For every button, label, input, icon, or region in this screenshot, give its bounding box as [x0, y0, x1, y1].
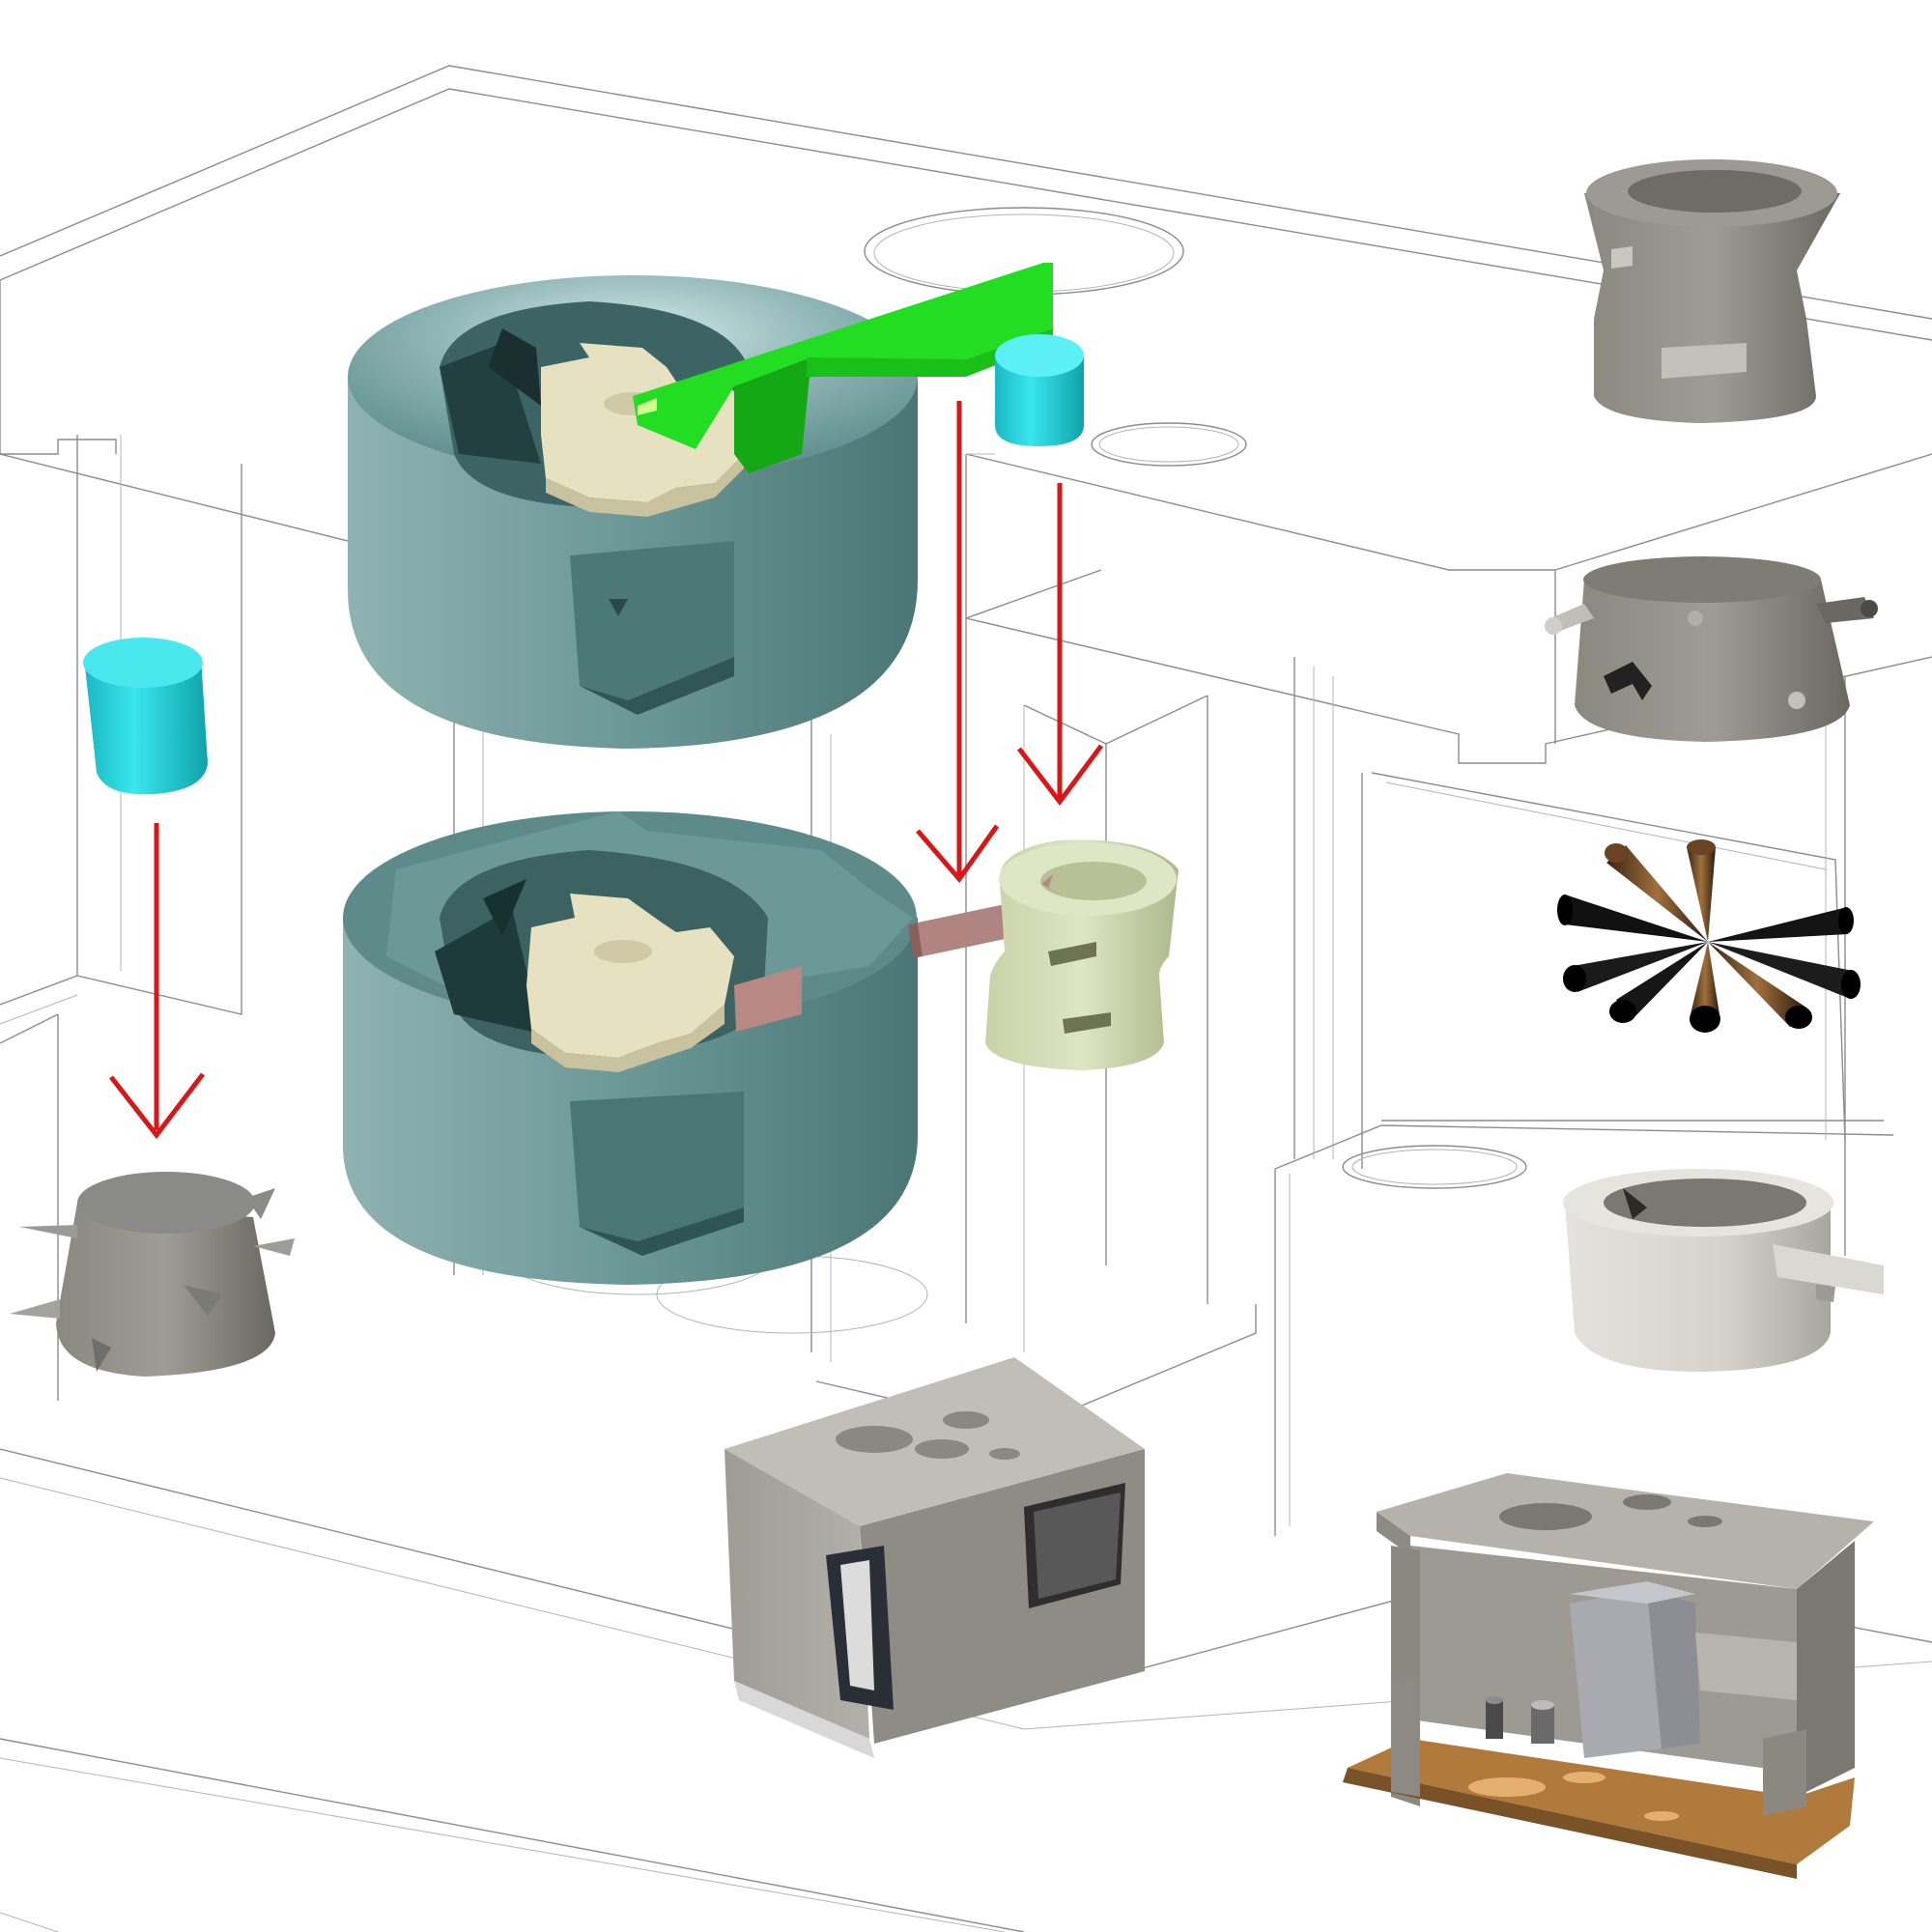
grey-box-stove — [724, 1357, 1145, 1758]
red-arrow-center — [916, 401, 1000, 884]
cutaway-stove-interior — [1343, 1473, 1874, 1879]
red-arrow-left — [109, 823, 205, 1140]
red-arrow-right — [1017, 483, 1104, 807]
white-cylinder-with-spout — [1563, 1169, 1884, 1372]
cyan-cylinder-upper — [995, 334, 1084, 446]
grey-tapered-pot-with-pegs — [1545, 556, 1878, 742]
sage-pot — [985, 839, 1179, 1070]
green-bar — [633, 263, 1053, 473]
rose-tab-connector — [734, 903, 1014, 1032]
grey-hourglass-pot — [1584, 159, 1840, 423]
grey-pedestal-with-spikes — [10, 1172, 295, 1377]
radial-spike-cluster — [1557, 839, 1861, 1033]
cyan-cylinder-left — [83, 638, 208, 795]
cream-star-core-lower — [526, 894, 734, 1072]
